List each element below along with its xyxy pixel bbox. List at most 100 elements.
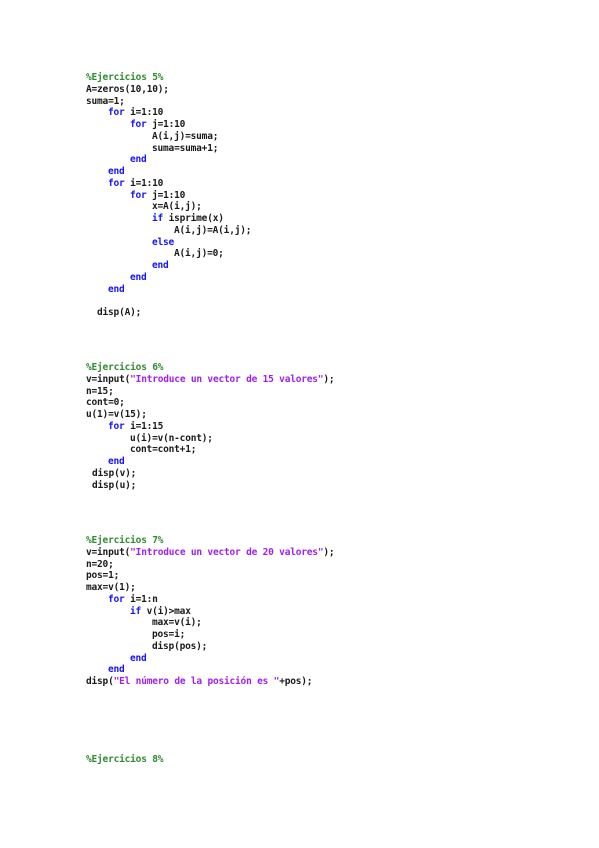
code-keyword: end: [108, 456, 125, 467]
code-keyword: end: [130, 154, 147, 166]
code-line: v=input("Introduce un vector de 20 valor…: [86, 546, 335, 559]
code-line: cont=cont+1;: [130, 444, 196, 456]
code-keyword: for: [130, 119, 153, 130]
code-text: v(i)>max: [146, 605, 191, 617]
code-line: disp(v);: [92, 468, 136, 480]
code-line: disp(u);: [92, 480, 136, 492]
code-line: suma=suma+1;: [152, 143, 218, 155]
code-text: cont=0;: [86, 397, 125, 409]
code-comment: %Ejercicios 8%: [86, 754, 164, 765]
code-line: A=zeros(10,10);: [86, 84, 169, 96]
code-text: u(1)=v(15);: [86, 409, 147, 420]
code-text: disp(A);: [97, 307, 142, 318]
code-text: i=1:10: [130, 177, 164, 189]
code-line: suma=1;: [86, 96, 125, 108]
code-line: end: [130, 653, 147, 665]
code-line: max=v(i);: [152, 617, 202, 629]
code-line: max=v(1);: [86, 582, 136, 594]
code-line: %Ejercicios 8%: [86, 754, 163, 766]
code-text: i=1:n: [130, 593, 158, 605]
code-line: A(i,j)=A(i,j);: [174, 225, 251, 237]
code-line: v=input("Introduce un vector de 15 valor…: [86, 373, 335, 386]
code-text: i=1:15: [130, 420, 164, 432]
code-line: u(1)=v(15);: [86, 409, 147, 421]
code-line: %Ejercicios 7%: [86, 535, 163, 547]
code-text: n=20;: [86, 558, 114, 570]
code-line: pos=1;: [86, 570, 119, 582]
code-text: n=15;: [86, 385, 114, 397]
code-string: "El número de la posición es ": [113, 676, 280, 687]
code-text: A(i,j)=suma;: [152, 130, 219, 142]
code-line: end: [108, 284, 125, 296]
code-string: "Introduce un vector de 15 valores": [130, 373, 324, 385]
code-text: disp(pos);: [152, 640, 208, 652]
code-line: disp(pos);: [152, 641, 207, 653]
code-text: );: [323, 373, 335, 385]
code-text: j=1:10: [152, 189, 186, 201]
code-keyword: for: [108, 177, 131, 189]
code-keyword: end: [108, 664, 125, 676]
code-keyword: if: [152, 213, 169, 224]
code-text: max=v(1);: [86, 582, 136, 593]
code-keyword: end: [108, 283, 125, 295]
code-text: max=v(i);: [152, 617, 202, 629]
code-line: A(i,j)=0;: [174, 248, 224, 260]
code-line: n=20;: [86, 559, 114, 571]
code-text: v=input(: [86, 546, 131, 558]
code-keyword: end: [130, 271, 147, 283]
code-keyword: end: [130, 652, 147, 664]
code-line: end: [108, 166, 125, 178]
code-line: for j=1:10: [130, 119, 185, 131]
code-text: u(i)=v(n-cont);: [130, 432, 213, 444]
code-text: suma=suma+1;: [152, 142, 219, 154]
code-text: x=A(i,j);: [152, 201, 202, 213]
code-keyword: end: [152, 260, 169, 271]
code-text: v=input(: [86, 373, 131, 385]
code-line: if isprime(x): [152, 213, 224, 225]
code-keyword: if: [130, 605, 147, 617]
code-text: pos=1;: [86, 570, 120, 582]
code-text: isprime(x): [168, 213, 224, 224]
code-line: %Ejercicios 5%: [86, 72, 163, 84]
code-line: cont=0;: [86, 397, 125, 409]
code-comment: %Ejercicios 7%: [86, 535, 164, 546]
code-text: disp(v);: [92, 467, 137, 479]
code-text: cont=cont+1;: [130, 444, 197, 456]
code-line: end: [152, 260, 169, 272]
code-line: for i=1:15: [108, 421, 163, 433]
code-comment: %Ejercicios 5%: [86, 72, 164, 83]
code-text: A(i,j)=0;: [174, 248, 224, 260]
code-line: end: [108, 664, 125, 676]
code-line: else: [152, 237, 174, 249]
code-line: pos=i;: [152, 629, 185, 641]
code-line: disp(A);: [97, 307, 141, 319]
code-line: A(i,j)=suma;: [152, 131, 218, 143]
code-text: i=1:10: [130, 107, 164, 119]
code-line: for i=1:n: [108, 594, 158, 606]
code-string: "Introduce un vector de 20 valores": [130, 546, 324, 558]
code-text: A=zeros(10,10);: [86, 83, 169, 95]
code-text: disp(: [86, 676, 114, 687]
code-text: suma=1;: [86, 95, 125, 107]
code-line: x=A(i,j);: [152, 201, 202, 213]
code-keyword: for: [108, 593, 131, 605]
code-comment: %Ejercicios 6%: [86, 362, 164, 373]
code-keyword: for: [108, 420, 131, 432]
code-text: +pos);: [279, 676, 313, 687]
code-text: j=1:10: [152, 119, 186, 130]
code-line: if v(i)>max: [130, 606, 191, 618]
code-line: n=15;: [86, 386, 114, 398]
code-line: for i=1:10: [108, 107, 163, 119]
code-keyword: else: [152, 236, 175, 248]
code-line: for j=1:10: [130, 190, 185, 202]
code-text: A(i,j)=A(i,j);: [174, 224, 252, 236]
code-text: );: [323, 546, 335, 558]
code-keyword: for: [108, 107, 131, 119]
code-line: disp("El número de la posición es "+pos)…: [86, 676, 313, 688]
code-line: end: [130, 154, 147, 166]
code-text: disp(u);: [92, 479, 137, 491]
code-text: pos=i;: [152, 629, 186, 640]
code-line: end: [108, 456, 125, 468]
code-line: u(i)=v(n-cont);: [130, 433, 213, 445]
